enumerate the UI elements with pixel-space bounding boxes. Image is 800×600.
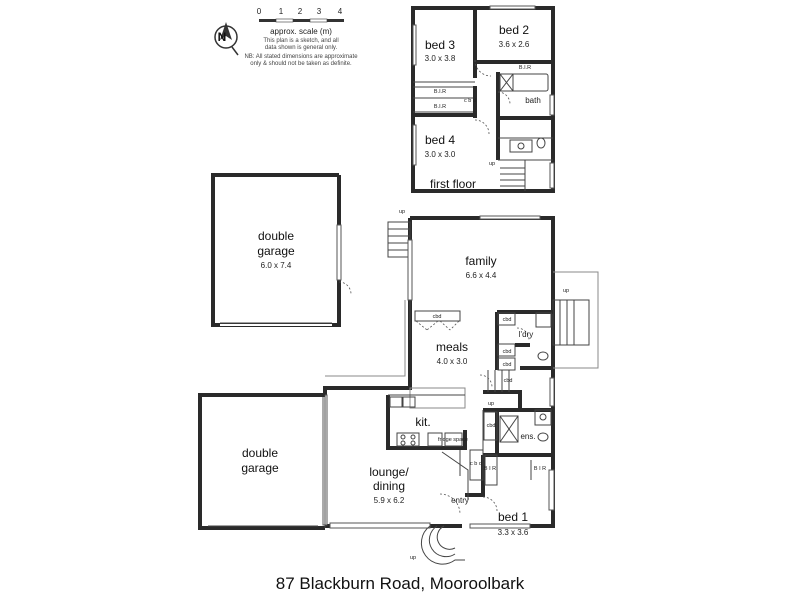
scale-note: This plan is a sketch, and all [263,38,338,44]
room-kitchen-name: kit. [415,415,430,429]
stairs [500,160,526,191]
scale-note: data shown is general only. [265,45,338,51]
stair-up-label: up [489,161,495,167]
cupboard-label: cbd [504,378,513,384]
room-garage-bottom-name2: garage [241,461,279,475]
cupboard-label: cbd [503,362,512,368]
room-bed3-name: bed 3 [425,38,455,52]
room-garage-bottom-name: double [242,446,278,460]
ground-floor: family 6.6 x 4.4 meals 4.0 x 3.0 kit. lo… [322,209,599,565]
disclaimer: NB: All stated dimensions are approximat… [244,54,358,60]
cupboard-label: cbd [433,314,442,320]
room-bed2-dim: 3.6 x 2.6 [499,40,530,49]
room-bed1-name: bed 1 [498,510,528,524]
stair-up-label: up [563,288,569,294]
room-bed1-dim: 3.3 x 3.6 [498,528,529,537]
room-family-name: family [465,254,496,268]
scale-bar: 0 1 2 3 4 approx. scale (m) This plan is… [244,7,358,67]
room-bed4-name: bed 4 [425,133,455,147]
wardrobe-label: B I R [534,466,546,472]
room-bed4-dim: 3.0 x 3.0 [425,150,456,159]
room-lounge-name2: dining [373,479,405,493]
room-bed3-dim: 3.0 x 3.8 [425,54,456,63]
wardrobe-label: B.I.R [434,89,446,95]
disclaimer: only & should not be taken as definite. [250,61,352,67]
scale-caption: approx. scale (m) [270,27,332,36]
wardrobe-label: B.I.R [434,104,446,110]
fridge-label: fridge space [438,437,468,443]
stairs [387,221,411,258]
room-laundry-name: l'dry [519,330,533,339]
garage-bottom: double garage [198,393,326,530]
room-garage-top-name2: garage [257,244,295,258]
cupboard-label: c b d [464,98,476,104]
room-lounge-dim: 5.9 x 6.2 [374,496,405,505]
first-floor-label: first floor [430,177,476,191]
room-garage-top-name: double [258,229,294,243]
room-meals-name: meals [436,340,468,354]
room-bath-name: bath [525,96,541,105]
scale-tick: 4 [338,7,343,16]
cupboard-label: c b d [470,461,482,467]
room-bed2-name: bed 2 [499,23,529,37]
room-entry-name: entry [451,496,469,505]
cupboard-label: cbd [503,317,512,323]
compass: N [214,22,239,56]
stairs [552,299,590,346]
room-ensuite-name: ens. [520,432,535,441]
cupboard-label: cbd [487,423,496,429]
room-lounge-name: lounge/ [369,465,409,479]
cupboard-label: cbd [503,349,512,355]
north-label: N [218,30,227,44]
scale-tick: 3 [317,7,322,16]
scale-tick: 2 [298,7,303,16]
scale-tick: 0 [257,7,262,16]
north-arrow-icon [214,22,239,56]
stair-up-label: up [399,209,405,215]
wardrobe-label: B.I.R [519,65,531,71]
scale-tick: 1 [279,7,284,16]
room-garage-top-dim: 6.0 x 7.4 [261,261,292,270]
stairs [479,370,522,410]
wardrobe-label: B I R [484,466,496,472]
first-floor: bed 3 3.0 x 3.8 bed 2 3.6 x 2.6 bed 4 3.… [411,5,555,193]
stair-up-label: up [488,401,494,407]
room-meals-dim: 4.0 x 3.0 [437,357,468,366]
property-address: 87 Blackburn Road, Mooroolbark [276,574,525,593]
room-family-dim: 6.6 x 4.4 [466,271,497,280]
stair-up-label: up [410,555,416,561]
garage-top: double garage 6.0 x 7.4 [211,173,352,327]
